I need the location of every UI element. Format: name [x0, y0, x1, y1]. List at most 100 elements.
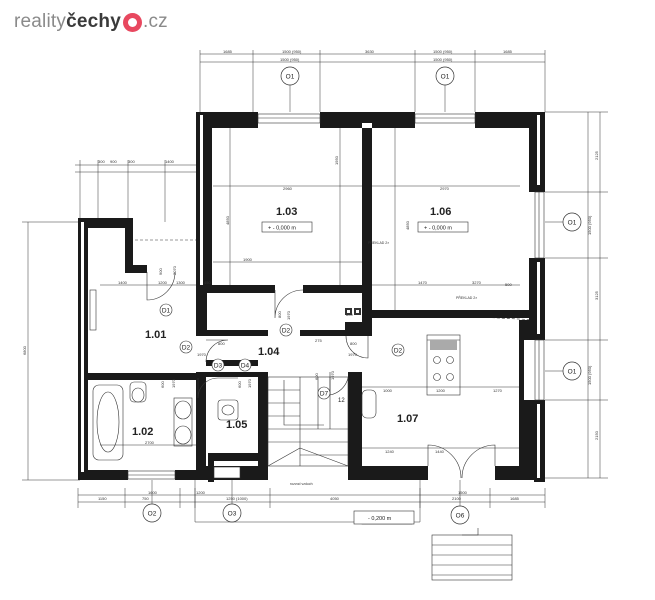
dim-text: 2970 [440, 186, 450, 191]
door-label-d3: D3 [214, 363, 223, 370]
dim-text: 1300 [176, 280, 186, 285]
dim-text: 1200 [158, 280, 168, 285]
dim-text: 1500 (950) [433, 57, 453, 62]
room-labels: 1.03 1.06 1.01 1.04 1.02 1.05 1.07 [132, 206, 451, 438]
level-boxes [261, 221, 469, 525]
vertical-dimension-texts: 6800 2125 3125 2150 1500 (950) 1500 (950… [22, 150, 599, 440]
dim-text: 2100 [452, 496, 462, 501]
dim-text: 1970 [286, 310, 291, 320]
dim-text: 1685 [503, 49, 513, 54]
dim-text: 1900 [243, 257, 253, 262]
windows [89, 113, 545, 480]
stairs-step-count: 12 [338, 398, 345, 404]
dim-text: 1500 (950) [282, 49, 302, 54]
level-label-106: + - 0,000 m [424, 226, 452, 232]
dim-text: 300 [98, 159, 105, 164]
axis-label-o3: O3 [228, 511, 237, 518]
dim-text: 1500 (950) [433, 49, 453, 54]
axis-label-o1-top-right: O1 [441, 74, 450, 81]
dim-text: 275 [315, 338, 322, 343]
dim-text: 3125 [594, 290, 599, 300]
lintel-lines [130, 239, 541, 321]
dim-text: 2960 [283, 186, 293, 191]
dim-text: 2125 [594, 150, 599, 160]
ring-logo-icon [122, 12, 142, 32]
level-labels: + - 0,000 m + - 0,000 m - 0,200 m [268, 226, 452, 523]
dim-text: 800 [346, 312, 353, 317]
dim-text: 1685 [223, 49, 233, 54]
axis-labels: O1 O1 O1 O1 O2 O3 O6 [148, 74, 577, 520]
dim-text: 600 [160, 381, 165, 388]
dim-text: 1970 [247, 378, 252, 388]
axis-label-o1-top-left: O1 [286, 74, 295, 81]
axis-label-o6: O6 [456, 513, 465, 520]
dim-text: 1500 [458, 490, 468, 495]
room-label-101: 1.01 [145, 329, 166, 341]
door-swings [146, 271, 496, 479]
dim-text: 4850 [405, 220, 410, 230]
dim-text: 1000 [383, 388, 393, 393]
dim-text: 1150 [98, 496, 107, 501]
door-label-d2-right: D2 [394, 348, 403, 355]
dim-text: 800 [277, 311, 282, 318]
dim-text: 750 [142, 496, 149, 501]
lintel-note-1: PŘEKLAD 2× [368, 240, 389, 245]
dim-text: 1400 [118, 280, 128, 285]
dimension-lines [22, 50, 608, 523]
dim-text: 1270 [493, 388, 503, 393]
dim-text: 1500 (950) [587, 365, 592, 385]
level-label-103: + - 0,000 m [268, 226, 296, 232]
dim-text: 1600 [148, 490, 158, 495]
dim-text: 1200 [436, 388, 446, 393]
door-labels: D1 D2 D2 D2 D3 D4 D7 [159, 303, 405, 400]
wall-hatch [81, 115, 540, 478]
dim-text: 2700 [145, 440, 155, 445]
dim-text: 4850 [225, 215, 230, 225]
dim-text: 1250 (1000) [226, 496, 248, 501]
dim-text: 3270 [472, 280, 482, 285]
dim-text: 1200 [196, 490, 206, 495]
dim-text: 500 [505, 282, 512, 287]
dimension-texts: 1685 1500 (950) 1500 (950) 3630 1500 (95… [98, 49, 520, 501]
dim-text: 1970 [348, 352, 358, 357]
dim-text: 1240 [385, 449, 395, 454]
axis-label-o1-right-lower: O1 [568, 369, 577, 376]
room-label-103: 1.03 [276, 206, 297, 218]
door-label-d2-left: D2 [182, 345, 191, 352]
dim-text: 1500 (950) [280, 57, 300, 62]
axis-label-o2: O2 [148, 511, 157, 518]
door-label-d4: D4 [241, 363, 250, 370]
staircase [267, 376, 349, 467]
axis-label-o1-right-upper: O1 [568, 220, 577, 227]
axis-leader-lines [151, 85, 563, 506]
dim-text: 6800 [22, 345, 27, 355]
duct-note: rozvod vzduch [290, 482, 313, 486]
chimney-inner [347, 310, 359, 313]
sanitary-fixtures [92, 334, 461, 461]
dim-text: 900 [158, 268, 163, 275]
dim-text: 1685 [510, 496, 520, 501]
dim-text: 300 [128, 159, 135, 164]
room-label-102: 1.02 [132, 426, 153, 438]
dim-text: 600 [314, 373, 319, 380]
dim-text: 1400 [165, 159, 175, 164]
level-label-outside: - 0,200 m [368, 516, 392, 522]
dim-text: 1970 [330, 370, 335, 380]
dim-text: 600 [237, 381, 242, 388]
room-label-104: 1.04 [258, 346, 280, 358]
logo-text-reality: reality [14, 11, 67, 32]
dim-text: 3630 [365, 49, 375, 54]
logo-text-cechy: čechy [66, 11, 121, 32]
logo-text-cz: .cz [142, 11, 168, 32]
door-label-d2-center: D2 [282, 328, 291, 335]
dim-text: 2070 [172, 265, 177, 275]
axis-markers [142, 66, 582, 525]
door-label-d7: D7 [320, 391, 329, 398]
room-label-105: 1.05 [226, 419, 247, 431]
dim-text: 450 [204, 280, 211, 285]
lintel-note-2: PŘEKLAD 2× [456, 295, 477, 300]
dim-text: 900 [110, 159, 117, 164]
sink-fill [430, 340, 457, 350]
